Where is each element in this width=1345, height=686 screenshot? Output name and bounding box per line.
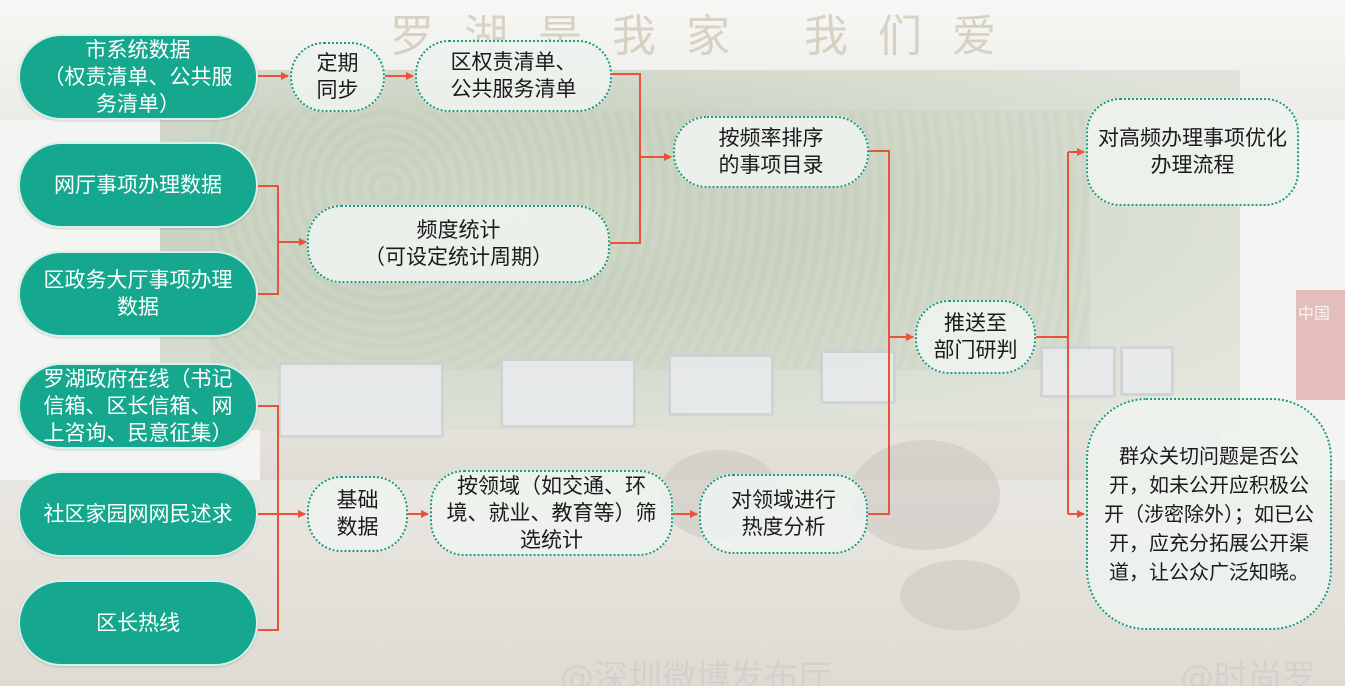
source-online-hall-data: 网厅事项办理数据 xyxy=(18,142,258,228)
background-watermark: @深圳微博发布厅 xyxy=(560,658,832,686)
node-district-lists: 区权责清单、 公共服务清单 xyxy=(415,40,612,112)
bracket-catalog-heat xyxy=(868,150,890,515)
background-side-label: 中国 xyxy=(1298,304,1331,323)
node-ranked-catalog: 按频率排序 的事项目录 xyxy=(673,116,869,188)
source-community-forum: 社区家园网网民述求 xyxy=(18,471,258,557)
node-domain-filter: 按领域（如交通、环境、就业、教育等）筛选统计 xyxy=(430,470,673,556)
node-heat-analysis: 对领域进行 热度分析 xyxy=(699,474,868,554)
source-district-hotline: 区长热线 xyxy=(18,580,258,666)
source-luohu-gov-online: 罗湖政府在线（书记信箱、区长信箱、网上咨询、民意征集） xyxy=(18,363,258,449)
node-push-departments: 推送至 部门研判 xyxy=(915,300,1036,374)
node-periodic-sync: 定期 同步 xyxy=(290,42,385,112)
bracket-list-freq xyxy=(610,73,641,244)
node-base-data: 基础 数据 xyxy=(307,476,408,552)
background-watermark-right: @时尚罗 xyxy=(1180,658,1316,686)
node-public-disclosure: 群众关切问题是否公开，如未公开应积极公开（涉密除外）；如已公开，应充分拓展公开渠… xyxy=(1086,398,1332,630)
bracket-s4-s6 xyxy=(258,405,279,631)
bracket-s2-s3 xyxy=(258,185,279,295)
source-city-system-data: 市系统数据 （权责清单、公共服务清单） xyxy=(18,34,258,120)
node-frequency-stats: 频度统计 （可设定统计周期） xyxy=(307,205,610,283)
source-district-hall-data: 区政务大厅事项办理数据 xyxy=(18,251,258,337)
node-optimize-process: 对高频办理事项优化办理流程 xyxy=(1086,98,1299,206)
